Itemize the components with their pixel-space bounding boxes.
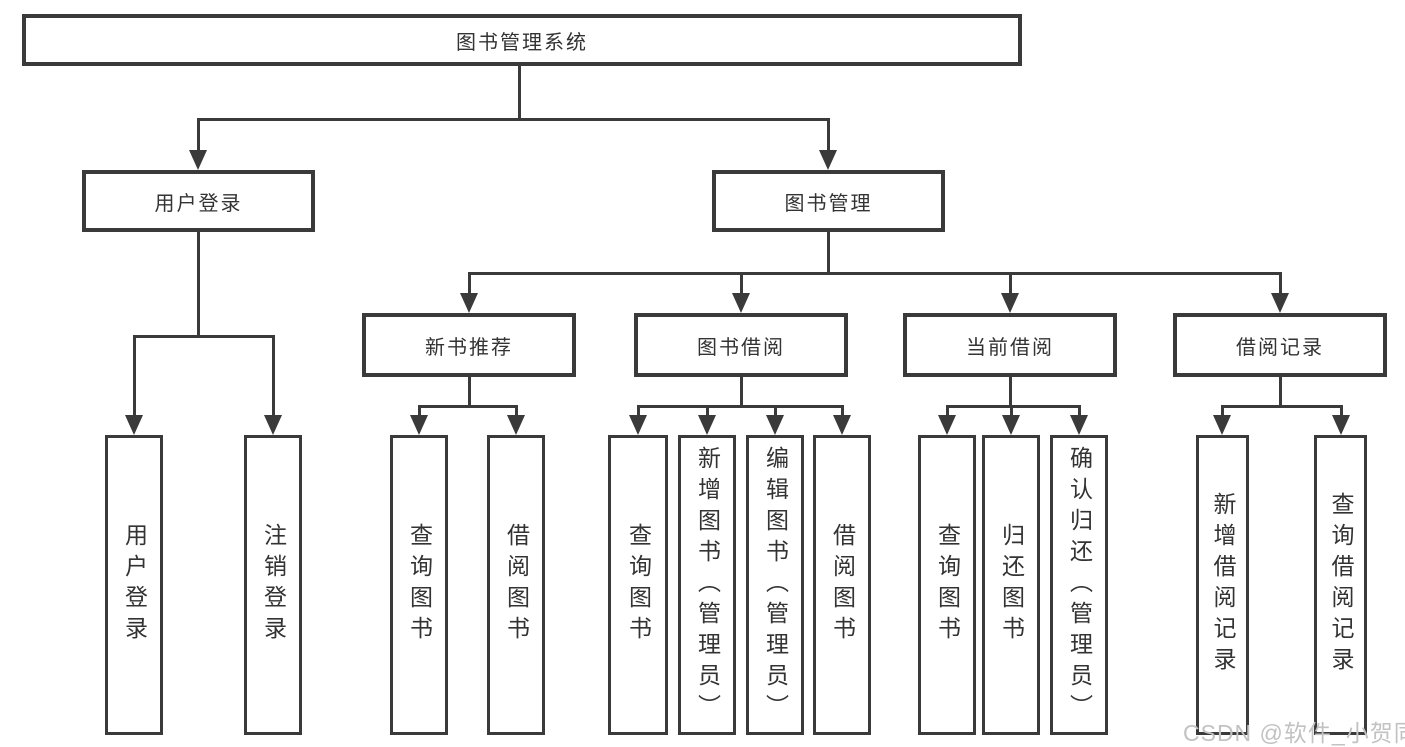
arrow-into-book-borrow xyxy=(732,293,750,313)
connector-drop-borrow-records xyxy=(1279,272,1282,295)
arrow-into-bb-query-books xyxy=(629,415,647,435)
arrow-into-bb-edit-books xyxy=(766,415,784,435)
leaf-rec-borrow-books-label: 借阅图书 xyxy=(503,523,530,647)
connector-drop-user-login xyxy=(197,118,200,151)
arrow-into-bb-add-books xyxy=(698,415,716,435)
connector-drop-rec-borrow-books xyxy=(515,405,518,417)
node-book-borrow: 图书借阅 xyxy=(634,313,848,377)
connector-new-book-recommend-branch xyxy=(418,405,518,408)
leaf-user-login-label: 用户登录 xyxy=(121,523,148,647)
leaf-cb-confirm-return-admin: 确认归还（管理员） xyxy=(1050,435,1108,735)
leaf-cb-return-books-label: 归还图书 xyxy=(998,523,1025,647)
connector-drop-rec-query-books xyxy=(418,405,421,417)
connector-new-book-recommend-stem xyxy=(468,377,471,408)
node-borrow-records-label: 借阅记录 xyxy=(1236,336,1324,359)
connector-book-management-branch xyxy=(468,272,1282,275)
arrow-into-br-add-record xyxy=(1213,415,1231,435)
leaf-bb-borrow-books-label: 借阅图书 xyxy=(829,523,856,647)
connector-user-login-stem xyxy=(197,232,200,335)
leaf-br-query-borrow-record-label: 查询借阅记录 xyxy=(1328,492,1354,678)
leaf-cb-query-books: 查询图书 xyxy=(918,435,976,735)
node-user-login-label: 用户登录 xyxy=(154,192,243,215)
leaf-user-login: 用户登录 xyxy=(105,435,163,735)
leaf-rec-query-books: 查询图书 xyxy=(390,435,448,735)
connector-user-login-branch xyxy=(133,335,275,338)
node-library-system-label: 图书管理系统 xyxy=(456,31,588,54)
arrow-into-cb-query-books xyxy=(938,415,956,435)
arrow-into-current-borrow xyxy=(1001,293,1019,313)
leaf-cb-query-books-label: 查询图书 xyxy=(934,523,961,647)
arrow-into-cb-return-books xyxy=(1002,415,1020,435)
connector-drop-bb-query-books xyxy=(637,405,640,417)
connector-current-borrow-branch xyxy=(946,405,1080,408)
leaf-br-add-borrow-record-label: 新增借阅记录 xyxy=(1210,492,1236,678)
node-book-management-label: 图书管理 xyxy=(784,192,873,215)
connector-root-stem xyxy=(518,66,521,118)
leaf-bb-add-books-admin-label: 新增图书（管理员） xyxy=(694,445,721,725)
node-borrow-records: 借阅记录 xyxy=(1173,313,1387,377)
connector-drop-book-management xyxy=(827,118,830,151)
leaf-cb-confirm-return-admin-label: 确认归还（管理员） xyxy=(1066,445,1093,725)
arrow-into-leaf-user-login xyxy=(125,415,143,435)
connector-drop-bb-add-books xyxy=(706,405,709,417)
connector-root-branch xyxy=(197,118,830,121)
connector-drop-bb-edit-books xyxy=(774,405,777,417)
leaf-bb-borrow-books: 借阅图书 xyxy=(813,435,871,735)
connector-drop-new-book-recommend xyxy=(468,272,471,295)
connector-drop-cb-return-books xyxy=(1010,405,1013,417)
connector-book-borrow-stem xyxy=(740,377,743,408)
arrow-into-bb-borrow-books xyxy=(833,415,851,435)
leaf-rec-borrow-books: 借阅图书 xyxy=(487,435,545,735)
connector-drop-cb-query-books xyxy=(946,405,949,417)
arrow-into-user-login xyxy=(189,150,207,170)
node-new-book-recommend-label: 新书推荐 xyxy=(425,336,513,359)
node-user-login: 用户登录 xyxy=(82,170,315,232)
connector-borrow-records-branch xyxy=(1221,405,1342,408)
leaf-bb-add-books-admin: 新增图书（管理员） xyxy=(678,435,736,735)
node-new-book-recommend: 新书推荐 xyxy=(362,313,576,377)
connector-current-borrow-stem xyxy=(1009,377,1012,408)
arrow-into-new-book-recommend xyxy=(460,293,478,313)
node-current-borrow-label: 当前借阅 xyxy=(966,336,1054,359)
node-book-borrow-label: 图书借阅 xyxy=(697,336,785,359)
connector-drop-br-add-record xyxy=(1221,405,1224,417)
connector-drop-br-query-record xyxy=(1340,405,1343,417)
connector-borrow-records-stem xyxy=(1279,377,1282,408)
leaf-bb-query-books: 查询图书 xyxy=(608,435,668,735)
leaf-bb-edit-books-admin-label: 编辑图书（管理员） xyxy=(762,445,789,725)
arrow-into-leaf-logout xyxy=(264,415,282,435)
connector-book-borrow-branch xyxy=(637,405,843,408)
arrow-into-rec-borrow-books xyxy=(507,415,525,435)
leaf-bb-query-books-label: 查询图书 xyxy=(625,523,652,647)
node-book-management: 图书管理 xyxy=(712,170,945,232)
arrow-into-br-query-record xyxy=(1332,415,1350,435)
connector-book-management-stem xyxy=(827,232,830,274)
node-library-system: 图书管理系统 xyxy=(22,14,1022,66)
node-current-borrow: 当前借阅 xyxy=(903,313,1117,377)
connector-drop-book-borrow xyxy=(740,272,743,295)
arrow-into-cb-confirm-return xyxy=(1070,415,1088,435)
leaf-logout-login-label: 注销登录 xyxy=(260,523,287,647)
leaf-br-query-borrow-record: 查询借阅记录 xyxy=(1314,435,1367,735)
leaf-cb-return-books: 归还图书 xyxy=(982,435,1040,735)
connector-drop-cb-confirm-return xyxy=(1078,405,1081,417)
arrow-into-borrow-records xyxy=(1271,293,1289,313)
leaf-br-add-borrow-record: 新增借阅记录 xyxy=(1196,435,1249,735)
arrow-into-rec-query-books xyxy=(410,415,428,435)
leaf-rec-query-books-label: 查询图书 xyxy=(406,523,433,647)
connector-drop-leaf-logout xyxy=(272,335,275,416)
leaf-bb-edit-books-admin: 编辑图书（管理员） xyxy=(746,435,804,735)
connector-drop-bb-borrow-books xyxy=(841,405,844,417)
connector-drop-leaf-user-login xyxy=(133,335,136,416)
arrow-into-book-management xyxy=(819,150,837,170)
connector-drop-current-borrow xyxy=(1009,272,1012,295)
csdn-watermark: CSDN @软件_小贺同学 xyxy=(1183,720,1405,746)
leaf-logout-login: 注销登录 xyxy=(244,435,302,735)
